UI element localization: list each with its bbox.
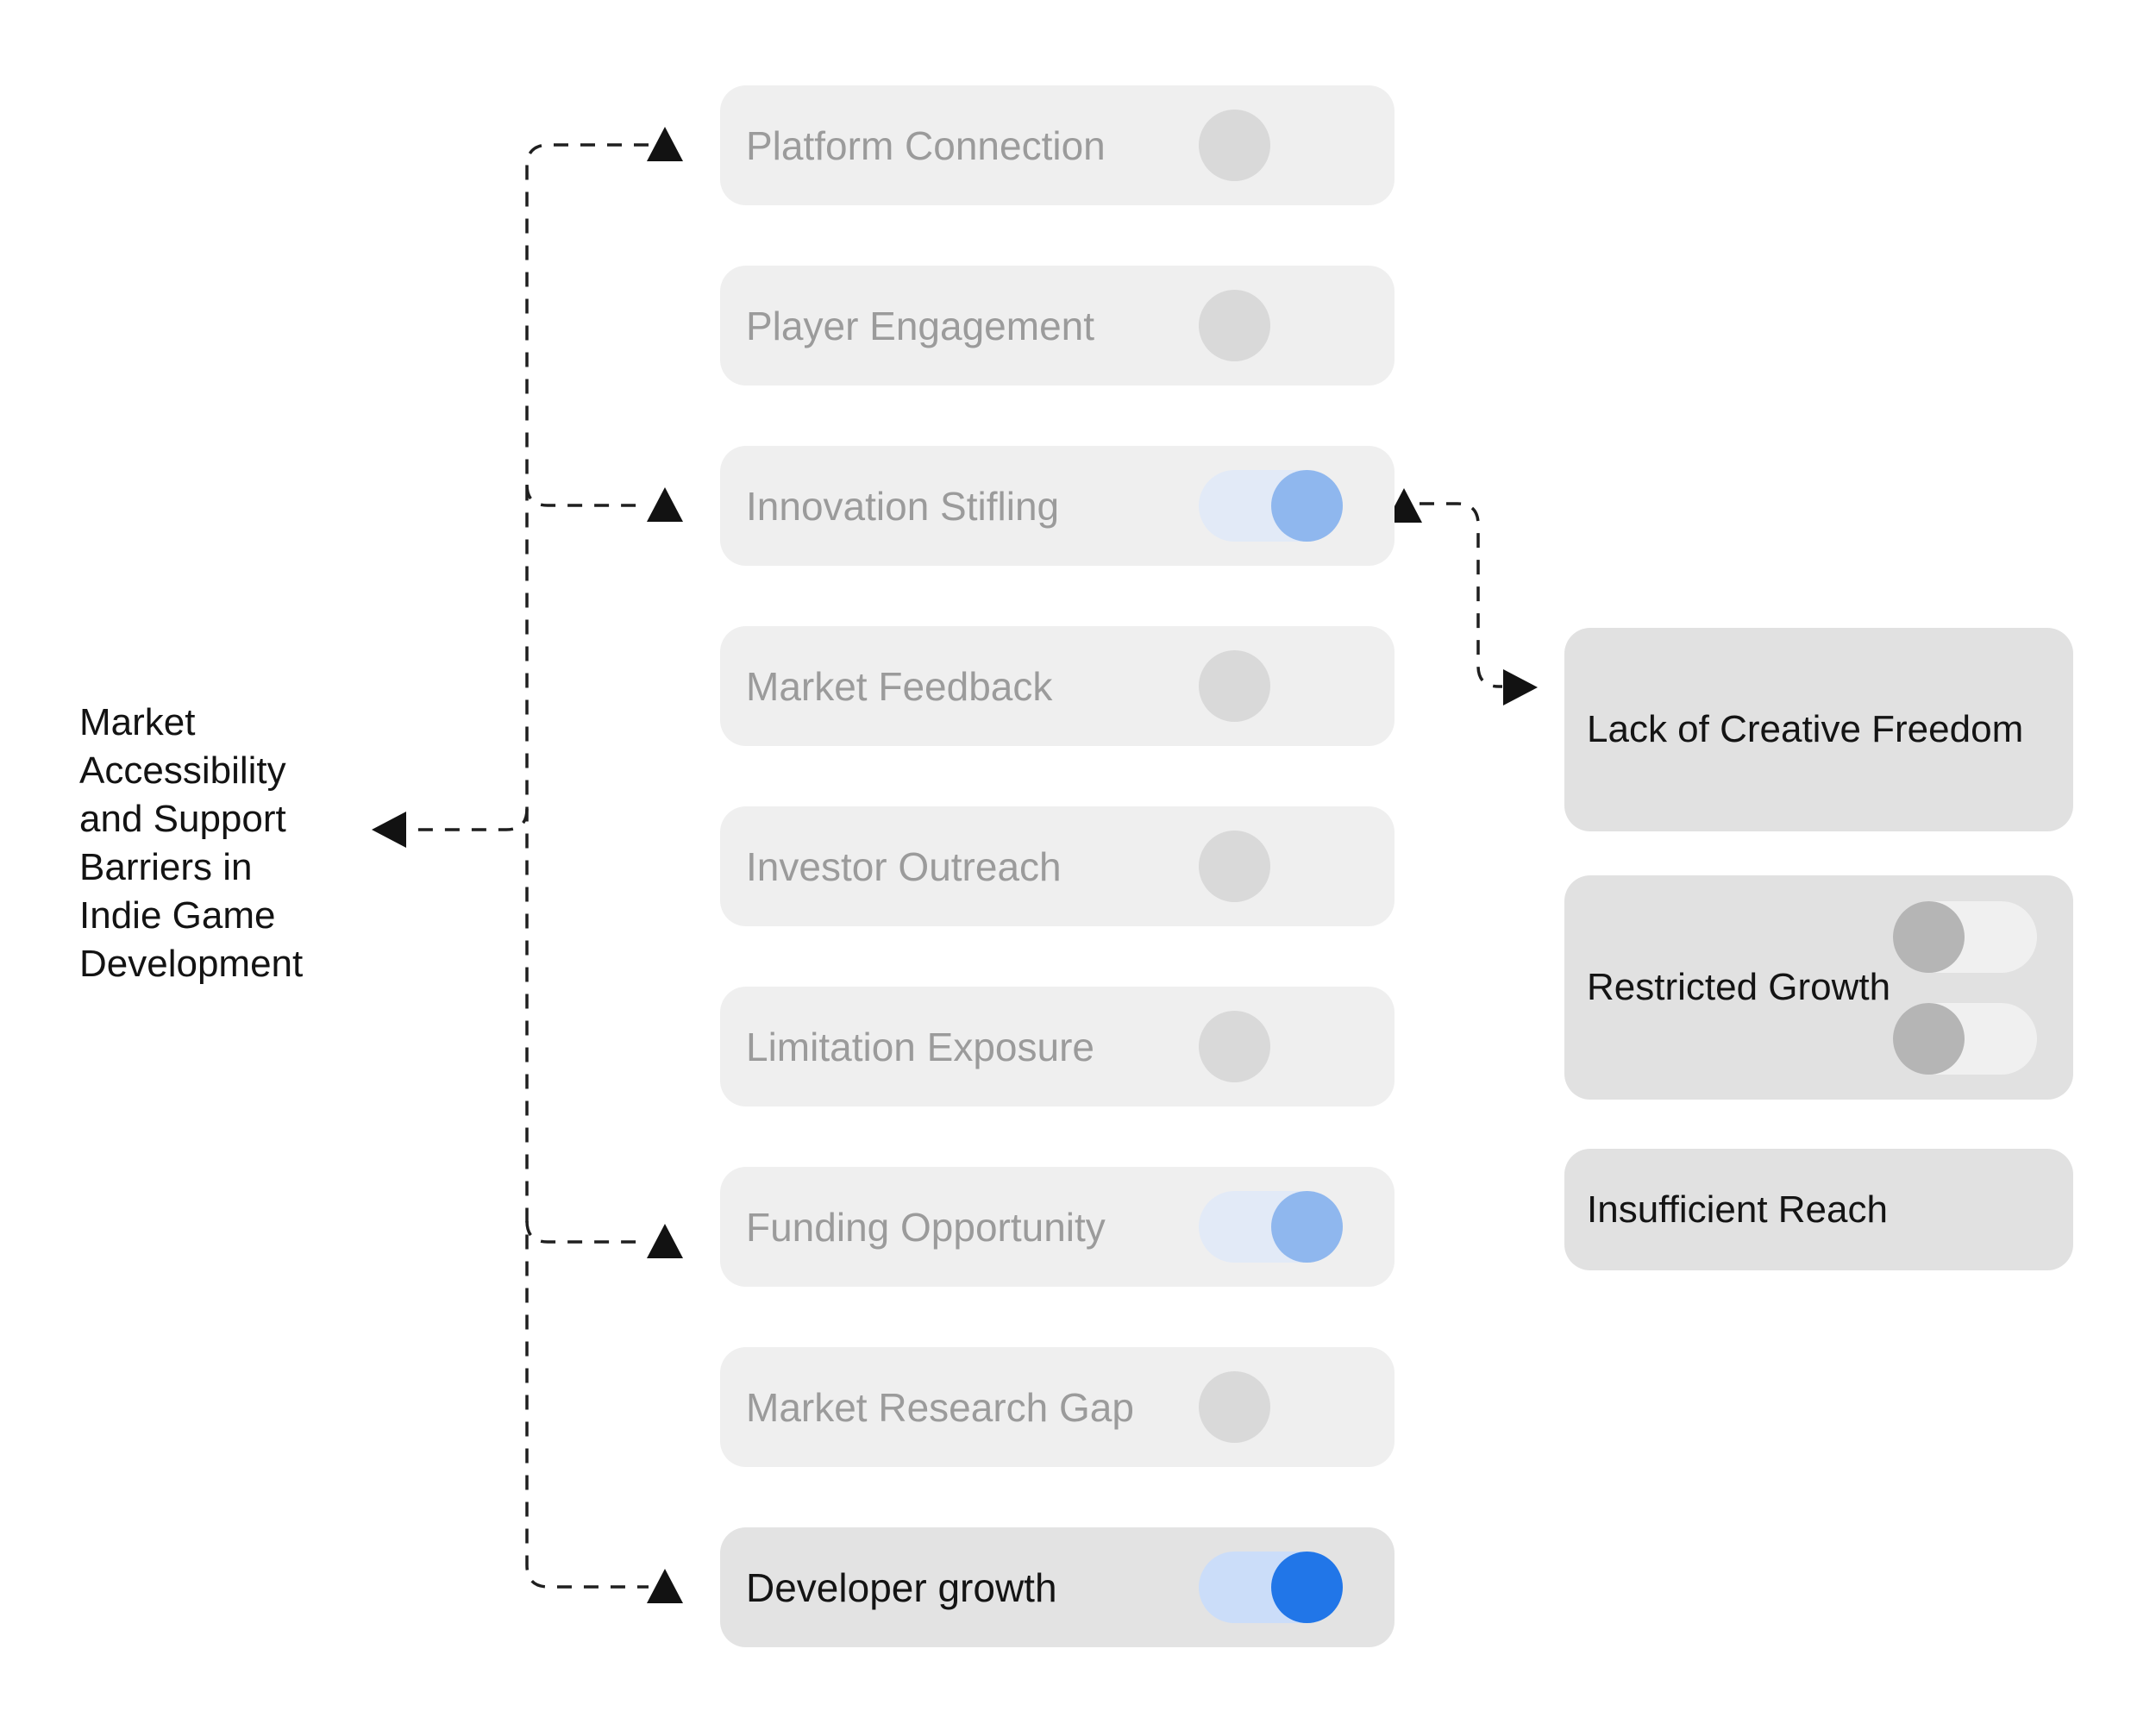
toggle-knob [1199, 290, 1270, 361]
arrowhead-root [372, 812, 406, 848]
toggle-stack [1893, 900, 2037, 1075]
topic-card-player-engagement[interactable]: Player Engagement [720, 266, 1395, 386]
topic-card-investor-outreach[interactable]: Investor Outreach [720, 806, 1395, 926]
arrowhead-developer-growth [647, 1569, 683, 1603]
connector-branch-innovation [525, 484, 647, 507]
topic-card-market-feedback[interactable]: Market Feedback [720, 626, 1395, 746]
arrowhead-lack-of-creative-freedom [1503, 669, 1538, 705]
topic-card-developer-growth[interactable]: Developer growth [720, 1527, 1395, 1647]
toggle-knob [1199, 1371, 1270, 1443]
topic-card-insufficient-reach[interactable]: Insufficient Reach [1564, 1149, 2073, 1270]
topic-card-label: Funding Opportunity [746, 1204, 1106, 1250]
topic-card-restricted-growth[interactable]: Restricted Growth [1564, 875, 2073, 1100]
topic-card-label: Limitation Exposure [746, 1024, 1094, 1069]
topic-card-label: Market Research Gap [746, 1384, 1134, 1430]
toggle-knob [1893, 1002, 1965, 1075]
toggle-knob [1199, 831, 1270, 902]
toggle-switch[interactable] [1199, 290, 1343, 361]
topic-card-platform-connection[interactable]: Platform Connection [720, 85, 1395, 205]
toggle-knob [1893, 900, 1965, 973]
toggle-switch[interactable] [1199, 470, 1343, 542]
toggle-switch[interactable] [1893, 1002, 2037, 1075]
toggle-switch[interactable] [1199, 1011, 1343, 1082]
topic-card-limitation-exposure[interactable]: Limitation Exposure [720, 987, 1395, 1106]
toggle-switch[interactable] [1199, 831, 1343, 902]
topic-card-lack-of-creative-freedom[interactable]: Lack of Creative Freedom [1564, 628, 2073, 831]
toggle-switch[interactable] [1199, 1552, 1343, 1623]
topic-card-market-research-gap[interactable]: Market Research Gap [720, 1347, 1395, 1467]
topic-card-label: Innovation Stifling [746, 483, 1060, 529]
topic-card-label: Investor Outreach [746, 843, 1062, 889]
topic-card-label: Platform Connection [746, 122, 1106, 168]
topic-card-label: Insufficient Reach [1587, 1188, 1888, 1231]
connector-innovation-to-lack [1420, 502, 1502, 688]
topic-card-label: Restricted Growth [1587, 966, 1891, 1008]
connector-branch-root [409, 808, 529, 831]
toggle-knob [1199, 110, 1270, 181]
toggle-switch[interactable] [1199, 1371, 1343, 1443]
toggle-switch[interactable] [1893, 900, 2037, 973]
topic-card-label: Developer growth [746, 1564, 1057, 1610]
topic-card-innovation-stifling[interactable]: Innovation Stifling [720, 446, 1395, 566]
toggle-switch[interactable] [1199, 1191, 1343, 1263]
toggle-knob [1271, 1552, 1343, 1623]
toggle-knob [1199, 650, 1270, 722]
arrowhead-innovation-source [1386, 488, 1422, 523]
toggle-knob [1271, 1191, 1343, 1263]
arrowhead-funding-opportunity [647, 1224, 683, 1258]
toggle-switch[interactable] [1199, 110, 1343, 181]
connector-spine [525, 143, 649, 1589]
topic-card-funding-opportunity[interactable]: Funding Opportunity [720, 1167, 1395, 1287]
arrowhead-platform-connection [647, 127, 683, 161]
toggle-knob [1271, 470, 1343, 542]
toggle-switch[interactable] [1199, 650, 1343, 722]
topic-card-label: Player Engagement [746, 303, 1095, 348]
topic-card-label: Lack of Creative Freedom [1587, 708, 2024, 750]
topic-card-label: Market Feedback [746, 663, 1053, 709]
connector-branch-funding [525, 1220, 647, 1244]
toggle-knob [1199, 1011, 1270, 1082]
root-topic-node[interactable]: Market Accessibility and Support Barrier… [79, 701, 304, 985]
arrowhead-innovation-stifling [647, 487, 683, 522]
